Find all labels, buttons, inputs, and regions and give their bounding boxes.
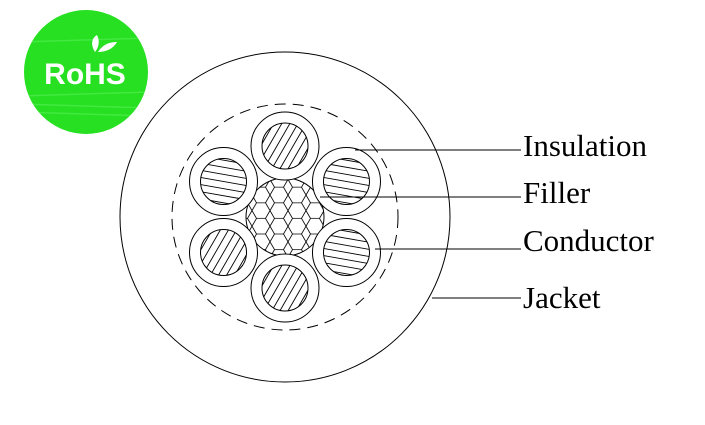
filler-label: Filler xyxy=(523,175,591,210)
insulated-conductor xyxy=(250,253,320,323)
conductor-outline xyxy=(200,158,248,205)
leaf-icon xyxy=(92,35,117,52)
conductor-outline xyxy=(322,229,370,276)
conductor-label: Conductor xyxy=(523,223,655,258)
rohs-logo: RoHS xyxy=(24,10,148,134)
insulation-label: Insulation xyxy=(523,128,647,163)
rohs-logo-text: RoHS xyxy=(44,58,126,91)
insulated-conductor xyxy=(189,218,259,287)
leader-lines xyxy=(320,149,521,299)
insulated-conductor xyxy=(250,111,320,181)
conductor-group xyxy=(189,111,381,323)
insulated-conductor xyxy=(311,218,381,287)
conductor-outline xyxy=(261,264,309,312)
conductor-outline xyxy=(261,122,309,170)
binder-dashed-outline xyxy=(171,103,399,331)
conductor-outline xyxy=(200,229,248,276)
insulated-conductor xyxy=(311,147,381,216)
conductor-outline xyxy=(322,158,370,205)
jacket-outline xyxy=(119,51,451,383)
jacket-label: Jacket xyxy=(523,280,601,315)
insulated-conductor xyxy=(189,147,259,216)
filler-core xyxy=(245,177,325,257)
